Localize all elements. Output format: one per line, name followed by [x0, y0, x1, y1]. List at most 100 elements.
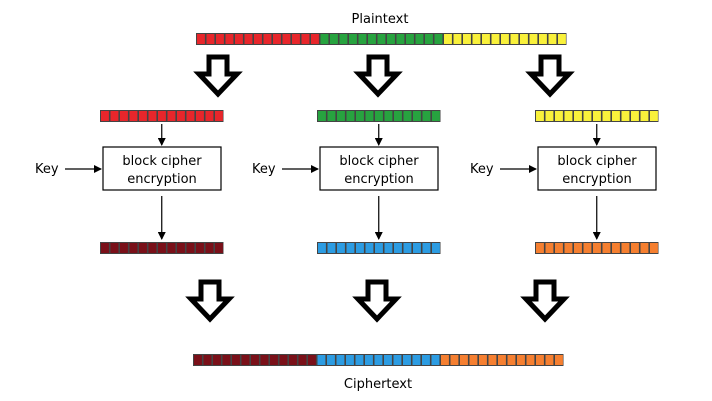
- cell: [120, 111, 128, 121]
- cell: [453, 34, 462, 44]
- ciphertext-segment: [193, 354, 317, 366]
- cipher-box-label: block cipher: [557, 154, 637, 169]
- cell: [529, 34, 538, 44]
- cell: [346, 243, 355, 253]
- cell: [365, 355, 373, 365]
- cell: [555, 111, 563, 121]
- cell: [650, 111, 658, 121]
- cell: [254, 34, 262, 44]
- cell: [222, 355, 231, 365]
- cell: [564, 243, 573, 253]
- cell: [431, 355, 440, 365]
- cell: [327, 243, 336, 253]
- cell: [101, 111, 109, 121]
- cell: [158, 111, 166, 121]
- cell: [621, 111, 630, 121]
- cell: [311, 34, 319, 44]
- cell: [355, 355, 364, 365]
- cipher-box-label: encryption: [127, 172, 197, 187]
- cell: [384, 111, 393, 121]
- ciphertext-segment: [316, 354, 440, 366]
- cell: [235, 34, 243, 44]
- cell: [292, 34, 300, 44]
- cell: [273, 34, 281, 44]
- cell: [330, 34, 338, 44]
- cell: [349, 34, 357, 44]
- cell: [394, 111, 402, 121]
- cell: [203, 355, 212, 365]
- cipher-box: [319, 146, 439, 191]
- key-label: Key: [470, 162, 494, 177]
- cell: [177, 243, 185, 253]
- cell: [526, 355, 535, 365]
- cell: [318, 111, 326, 121]
- plaintext-label: Plaintext: [352, 12, 409, 27]
- cell: [279, 355, 288, 365]
- cell: [318, 243, 326, 253]
- cell: [501, 34, 509, 44]
- cell: [110, 243, 119, 253]
- cell: [574, 111, 582, 121]
- cipher-box-label: block cipher: [339, 154, 419, 169]
- cell: [356, 111, 364, 121]
- cell: [517, 355, 525, 365]
- cell: [186, 243, 195, 253]
- cell: [555, 243, 563, 253]
- cell: [583, 111, 592, 121]
- cell: [602, 243, 611, 253]
- cell: [129, 243, 138, 253]
- cell: [232, 355, 240, 365]
- cell: [564, 111, 573, 121]
- plaintext-block: [535, 110, 659, 122]
- ciphertext-label: Ciphertext: [344, 377, 412, 392]
- cell: [196, 111, 204, 121]
- cell: [336, 355, 345, 365]
- cell: [548, 34, 557, 44]
- cell: [129, 111, 138, 121]
- ciphertext-block: [317, 242, 441, 254]
- cell: [339, 34, 348, 44]
- cell: [167, 111, 176, 121]
- cell: [177, 111, 185, 121]
- cipher-box: [537, 146, 657, 191]
- split-arrow-icon: [353, 54, 403, 98]
- cell: [387, 34, 395, 44]
- ciphertext-block: [535, 242, 659, 254]
- cell: [536, 111, 544, 121]
- cell: [612, 243, 620, 253]
- cell: [574, 243, 582, 253]
- cell: [206, 34, 215, 44]
- cell: [444, 34, 452, 44]
- cell: [394, 243, 402, 253]
- cell: [555, 355, 563, 365]
- cell: [507, 355, 516, 365]
- cell: [545, 355, 554, 365]
- cell: [263, 34, 272, 44]
- cell: [375, 111, 383, 121]
- cell: [536, 243, 544, 253]
- merge-arrow-icon: [520, 279, 570, 323]
- cell: [406, 34, 414, 44]
- cell: [393, 355, 402, 365]
- cell: [251, 355, 259, 365]
- cell: [101, 243, 109, 253]
- cipher-box: [102, 146, 222, 191]
- cell: [422, 111, 431, 121]
- cell: [403, 355, 411, 365]
- cell: [215, 111, 223, 121]
- cell: [260, 355, 269, 365]
- key-label: Key: [252, 162, 276, 177]
- cell: [308, 355, 316, 365]
- cell: [539, 34, 547, 44]
- cell: [602, 111, 611, 121]
- cell: [631, 243, 639, 253]
- cell: [413, 111, 421, 121]
- merge-arrow-icon: [185, 279, 235, 323]
- cell: [536, 355, 544, 365]
- cell: [205, 111, 214, 121]
- cell: [463, 34, 471, 44]
- plaintext-segment: [319, 33, 443, 45]
- cell: [488, 355, 497, 365]
- cell: [368, 34, 376, 44]
- cell: [479, 355, 487, 365]
